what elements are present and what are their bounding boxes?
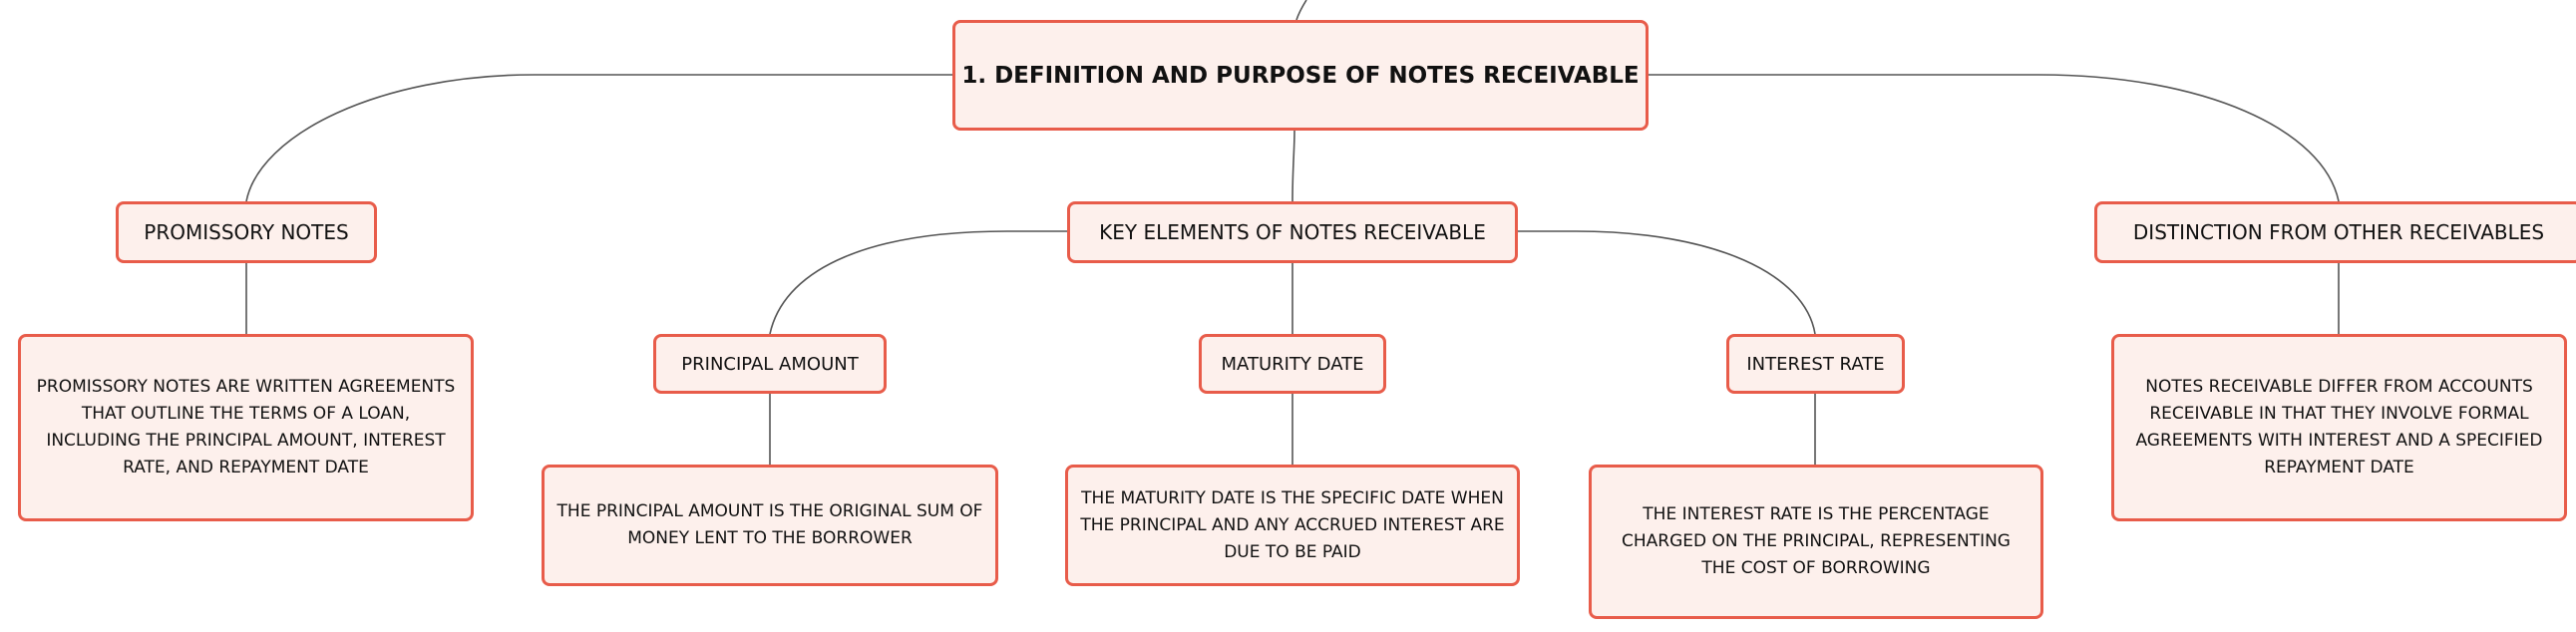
subtopic-principal-amount[interactable]: PRINCIPAL AMOUNT (653, 334, 887, 394)
interest-rate-description[interactable]: THE INTEREST RATE IS THE PERCENTAGE CHAR… (1589, 465, 2043, 619)
subtopic-interest-rate-label: INTEREST RATE (1746, 353, 1885, 375)
root-label: 1. DEFINITION AND PURPOSE OF NOTES RECEI… (961, 62, 1640, 89)
topic-promissory-notes[interactable]: PROMISSORY NOTES (116, 201, 377, 263)
subtopic-maturity-date-label: MATURITY DATE (1221, 353, 1364, 375)
connector-root-distinction (1649, 74, 2340, 202)
principal-amount-description[interactable]: THE PRINCIPAL AMOUNT IS THE ORIGINAL SUM… (542, 465, 998, 586)
subtopic-maturity-date[interactable]: MATURITY DATE (1199, 334, 1386, 394)
root-node[interactable]: 1. DEFINITION AND PURPOSE OF NOTES RECEI… (952, 20, 1649, 131)
topic-distinction[interactable]: DISTINCTION FROM OTHER RECEIVABLES (2094, 201, 2576, 263)
subtopic-principal-amount-label: PRINCIPAL AMOUNT (681, 353, 859, 375)
promissory-notes-description-text: PROMISSORY NOTES ARE WRITTEN AGREEMENTS … (36, 377, 456, 477)
connector-root-promissory (245, 74, 952, 202)
promissory-notes-description[interactable]: PROMISSORY NOTES ARE WRITTEN AGREEMENTS … (18, 334, 474, 521)
subtopic-interest-rate[interactable]: INTEREST RATE (1726, 334, 1905, 394)
principal-amount-description-text: THE PRINCIPAL AMOUNT IS THE ORIGINAL SUM… (556, 501, 983, 548)
topic-distinction-label: DISTINCTION FROM OTHER RECEIVABLES (2132, 220, 2545, 244)
connector-key-interest (1518, 230, 1816, 335)
interest-rate-description-text: THE INTEREST RATE IS THE PERCENTAGE CHAR… (1622, 504, 2011, 578)
connector-root-parent (1295, 0, 1307, 21)
distinction-description[interactable]: NOTES RECEIVABLE DIFFER FROM ACCOUNTS RE… (2111, 334, 2567, 521)
connector-root-key-elements (1291, 130, 1295, 202)
topic-key-elements-label: KEY ELEMENTS OF NOTES RECEIVABLE (1099, 220, 1486, 244)
maturity-date-description-text: THE MATURITY DATE IS THE SPECIFIC DATE W… (1080, 487, 1505, 562)
topic-key-elements[interactable]: KEY ELEMENTS OF NOTES RECEIVABLE (1067, 201, 1518, 263)
distinction-description-text: NOTES RECEIVABLE DIFFER FROM ACCOUNTS RE… (2135, 377, 2543, 477)
topic-promissory-notes-label: PROMISSORY NOTES (144, 220, 349, 244)
maturity-date-description[interactable]: THE MATURITY DATE IS THE SPECIFIC DATE W… (1065, 465, 1520, 586)
connector-key-principal (769, 230, 1067, 335)
